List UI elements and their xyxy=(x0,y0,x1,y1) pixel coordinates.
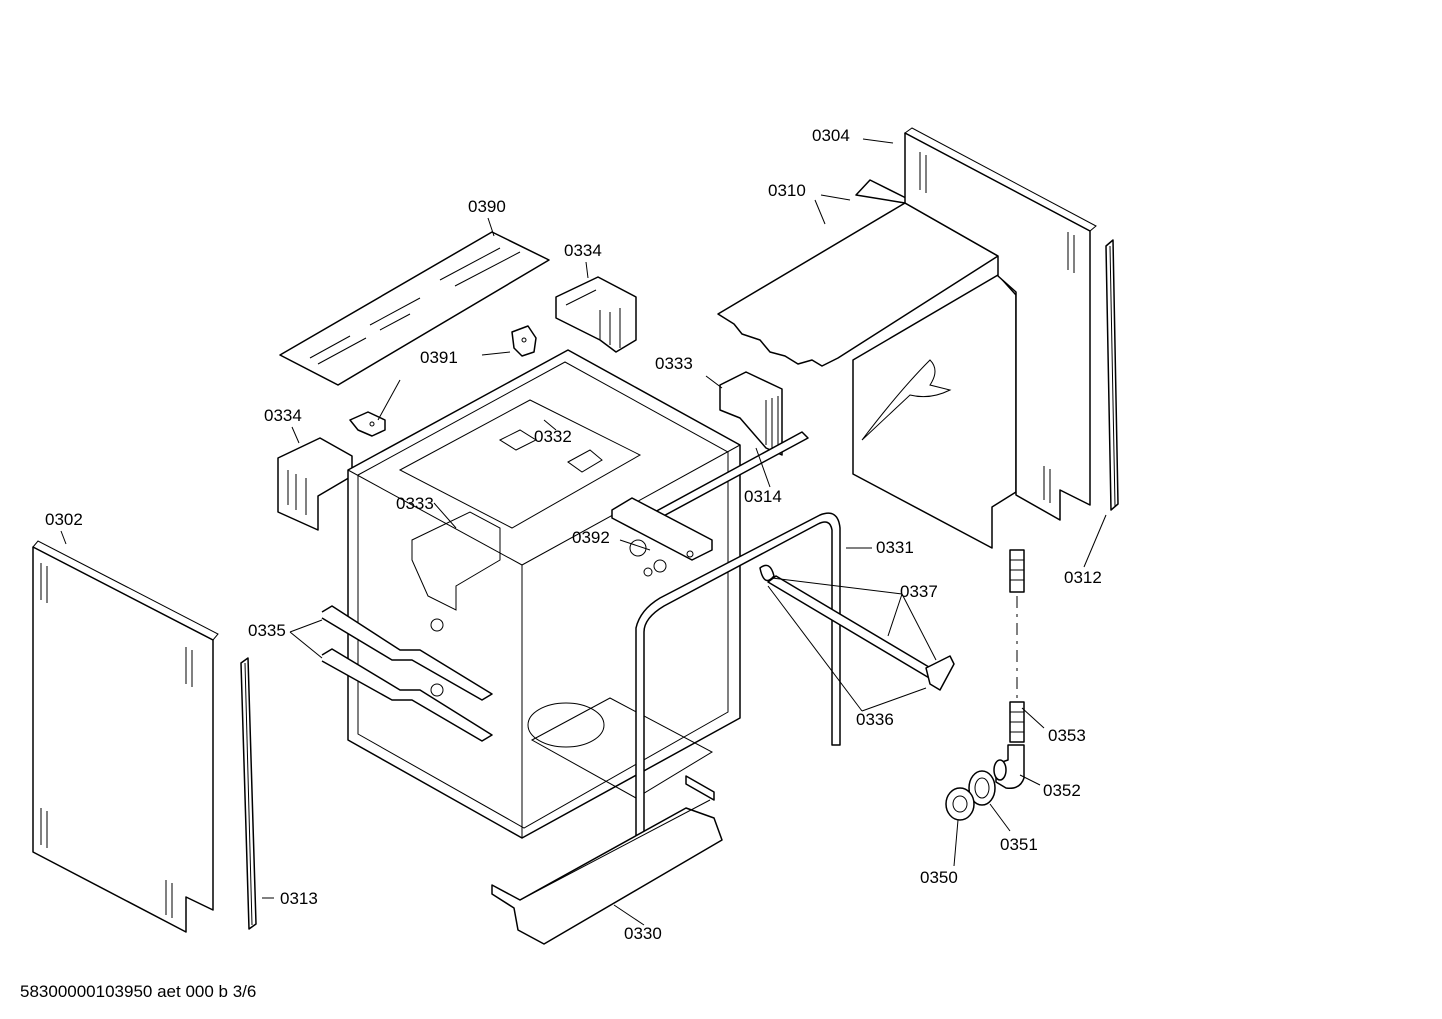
label-0313: 0313 xyxy=(280,889,318,908)
part-0352-elbow xyxy=(993,744,1025,790)
label-0392: 0392 xyxy=(572,528,610,547)
part-0331-seal xyxy=(635,512,841,861)
label-0350: 0350 xyxy=(920,868,958,887)
label-0390: 0390 xyxy=(468,197,506,216)
part-0312-strip xyxy=(1105,239,1119,511)
label-0331: 0331 xyxy=(876,538,914,557)
label-0336: 0336 xyxy=(856,710,894,729)
part-0353-connector xyxy=(1009,549,1025,743)
part-0330-trim xyxy=(491,775,723,945)
part-0392-rail xyxy=(611,497,713,577)
label-0332: 0332 xyxy=(534,427,572,446)
label-0304: 0304 xyxy=(812,126,850,145)
label-0353: 0353 xyxy=(1048,726,1086,745)
label-0310: 0310 xyxy=(768,181,806,200)
label-0352: 0352 xyxy=(1043,781,1081,800)
part-labels: 0302 0304 0310 0312 0313 0314 0330 0331 … xyxy=(45,126,1102,943)
label-0333-right: 0333 xyxy=(655,354,693,373)
label-0302: 0302 xyxy=(45,510,83,529)
leader-lines xyxy=(60,138,1107,926)
label-0391: 0391 xyxy=(420,348,458,367)
label-0314: 0314 xyxy=(744,487,782,506)
part-0351-ring xyxy=(968,770,996,806)
label-0351: 0351 xyxy=(1000,835,1038,854)
label-0334-left: 0334 xyxy=(264,406,302,425)
label-0330: 0330 xyxy=(624,924,662,943)
part-0391-bracket-a xyxy=(349,411,386,437)
label-0333-left: 0333 xyxy=(396,494,434,513)
label-0335: 0335 xyxy=(248,621,286,640)
label-0337: 0337 xyxy=(900,582,938,601)
part-0310-shelf xyxy=(717,179,1017,549)
part-0350-nut xyxy=(945,787,975,821)
part-0390-foil xyxy=(279,231,550,386)
label-0312: 0312 xyxy=(1064,568,1102,587)
part-0334-bracket-right xyxy=(555,276,637,353)
part-0335-rail-upper xyxy=(321,605,493,701)
part-0313-strip xyxy=(240,657,257,930)
part-0302-side-panel xyxy=(32,540,219,933)
document-id: 58300000103950 aet 000 b 3/6 xyxy=(20,982,256,1001)
part-0334-bracket-left xyxy=(277,437,353,531)
part-0304-back-panel xyxy=(904,127,1097,521)
part-0335-rail-lower xyxy=(321,648,493,742)
part-0391-bracket-b xyxy=(511,325,537,357)
label-0334-right: 0334 xyxy=(564,241,602,260)
